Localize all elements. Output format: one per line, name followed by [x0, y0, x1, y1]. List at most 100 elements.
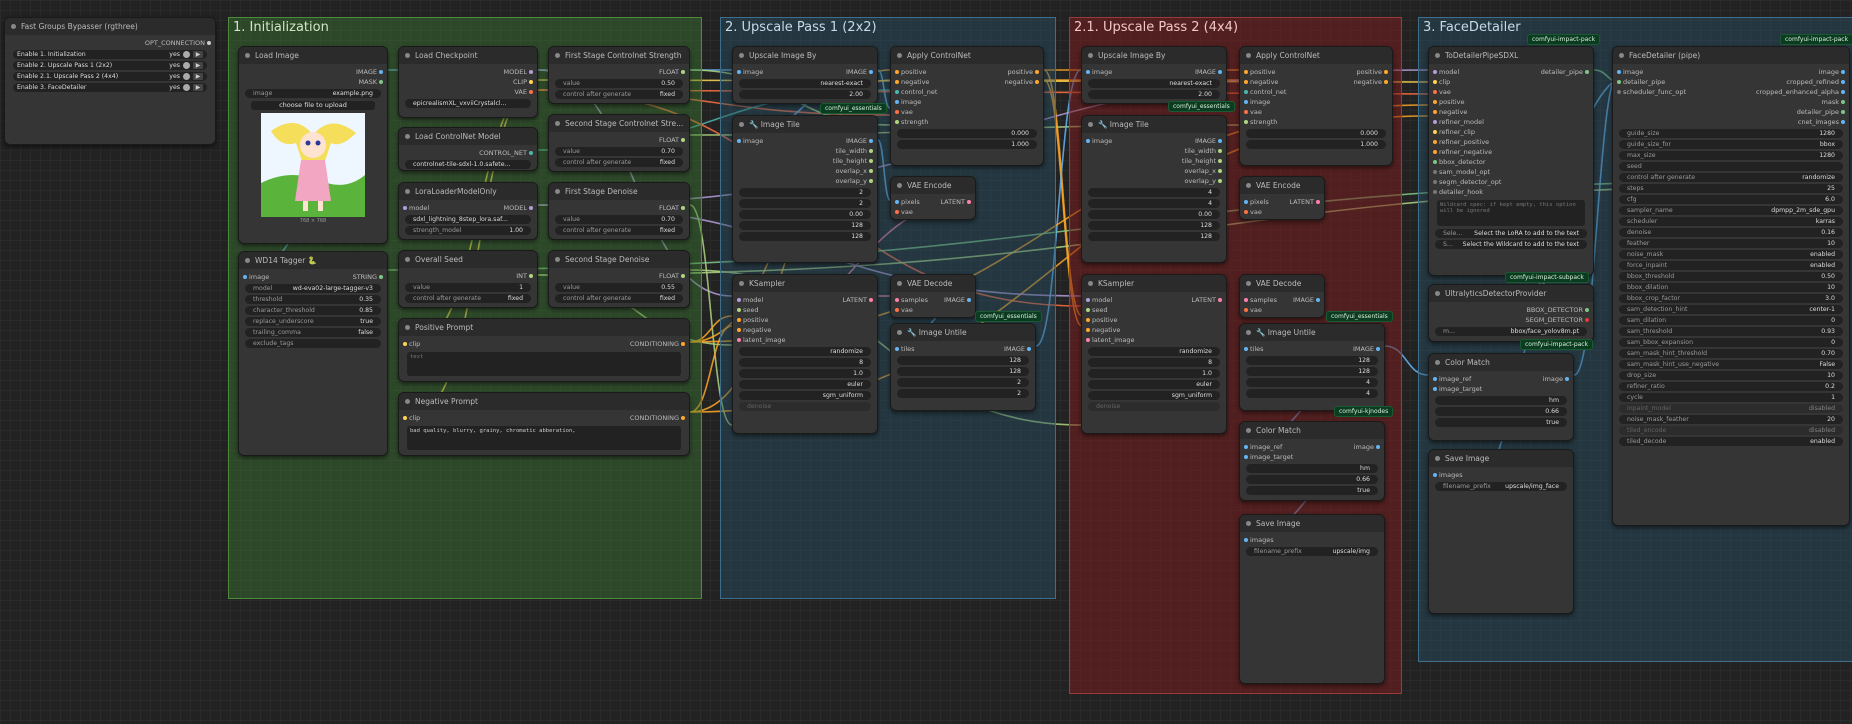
node-title[interactable]: 🔧 Image Untile	[1240, 324, 1384, 341]
output-image[interactable]: image	[1543, 374, 1570, 384]
untile-overlap_y-input[interactable]: 128	[897, 367, 1029, 376]
upscale-method-select[interactable]: nearest-exact	[739, 79, 871, 88]
node-title[interactable]: Upscale Image By	[733, 47, 877, 64]
tile-cols-input[interactable]: 2	[739, 199, 871, 208]
ckpt-select[interactable]: epicrealismXL_vxviiCrystalcl...	[405, 99, 531, 108]
input-positive[interactable]: positive	[1433, 97, 1465, 107]
input-image[interactable]: image	[1617, 67, 1643, 77]
node-title[interactable]: VAE Decode	[1240, 275, 1324, 292]
untile-overlap_y-input[interactable]: 128	[1246, 367, 1378, 376]
output-positive[interactable]: positive	[1008, 67, 1040, 77]
node-title[interactable]: VAE Decode	[891, 275, 975, 292]
output-latent[interactable]: LATENT	[1191, 295, 1222, 305]
output-overlap_y[interactable]: overlap_y	[1184, 176, 1222, 186]
input-clip[interactable]: clip	[1433, 77, 1450, 87]
node-title[interactable]: ToDetailerPipeSDXL	[1429, 47, 1593, 64]
node-title[interactable]: LoraLoaderModelOnly	[399, 183, 537, 200]
input-tiles[interactable]: tiles	[895, 344, 915, 354]
input-vae[interactable]: vae	[895, 107, 913, 117]
node-title[interactable]: Upscale Image By	[1082, 47, 1226, 64]
wildcard-select[interactable]: S...Select the Wildcard to add to the te…	[1435, 240, 1587, 249]
output-tile_width[interactable]: tile_width	[1185, 146, 1223, 156]
start-percent-input[interactable]: 0.000	[1246, 129, 1386, 138]
scale-by-input[interactable]: 2.00	[739, 90, 871, 99]
node-title[interactable]: Color Match	[1429, 354, 1573, 371]
output-mask[interactable]: mask	[1822, 97, 1846, 107]
output-detailer_pipe[interactable]: detailer_pipe	[1797, 107, 1846, 117]
input-image[interactable]: image	[1244, 97, 1270, 107]
output-control-net[interactable]: CONTROL_NET	[479, 148, 533, 158]
ksampler-scheduler-input[interactable]: sgm_uniform	[739, 391, 871, 400]
input-sam_model_opt[interactable]: sam_model_opt	[1433, 167, 1490, 177]
node-title[interactable]: Save Image	[1429, 450, 1573, 467]
input-refiner_negative[interactable]: refiner_negative	[1433, 147, 1492, 157]
node-title[interactable]: Load ControlNet Model	[399, 128, 537, 145]
output-negative[interactable]: negative	[1005, 77, 1040, 87]
node-title[interactable]: Load Image	[239, 47, 387, 64]
input-seed[interactable]: seed	[1086, 305, 1108, 315]
input-vae[interactable]: vae	[1433, 87, 1451, 97]
output-cnet_images[interactable]: cnet_images	[1798, 117, 1846, 127]
ksampler-cfg-input[interactable]: 1.0	[1088, 369, 1220, 378]
input-positive[interactable]: positive	[895, 67, 927, 77]
tile-rows-input[interactable]: 2	[739, 188, 871, 197]
tile-overlap_y-input[interactable]: 128	[1088, 232, 1220, 241]
node-fast-groups-bypasser[interactable]: Fast Groups Bypasser (rgthree) OPT_CONNE…	[4, 17, 216, 145]
bypass-row[interactable]: Enable 3. FaceDetailer yes ▶	[13, 83, 207, 92]
node-title[interactable]: Load Checkpoint	[399, 47, 537, 64]
wildcard-text[interactable]: Wildcard spec: if kept empty, this optio…	[1437, 200, 1585, 226]
output-model[interactable]: MODEL	[504, 67, 534, 77]
input-negative[interactable]: negative	[737, 325, 771, 335]
ksampler-cfg-input[interactable]: 1.0	[739, 369, 871, 378]
input-positive[interactable]: positive	[737, 315, 769, 325]
node-title[interactable]: VAE Encode	[891, 177, 975, 194]
input-refiner_positive[interactable]: refiner_positive	[1433, 137, 1489, 147]
end-percent-input[interactable]: 1.000	[897, 140, 1037, 149]
output-conditioning[interactable]: CONDITIONING	[630, 339, 686, 349]
node-title[interactable]: 🔧 Image Tile	[733, 116, 877, 133]
node-load-checkpoint[interactable]: Load Checkpoint MODEL CLIP VAE epicreali…	[398, 46, 538, 118]
input-strength[interactable]: strength	[1244, 117, 1277, 127]
input-samples[interactable]: samples	[1244, 295, 1277, 305]
output-positive[interactable]: positive	[1357, 67, 1389, 77]
node-title[interactable]: Apply ControlNet	[1240, 47, 1392, 64]
facedetailer-param[interactable]: seed	[1619, 162, 1843, 171]
node-title[interactable]: UltralyticsDetectorProvider	[1429, 285, 1593, 302]
input-latent_image[interactable]: latent_image	[737, 335, 786, 345]
input-negative[interactable]: negative	[1086, 325, 1120, 335]
input-latent_image[interactable]: latent_image	[1086, 335, 1135, 345]
ksampler-steps-input[interactable]: 8	[1088, 358, 1220, 367]
bypass-row[interactable]: Enable 1. Initialization yes ▶	[13, 50, 207, 59]
output-detailer-pipe[interactable]: detailer_pipe	[1541, 67, 1590, 77]
end-percent-input[interactable]: 1.000	[1246, 140, 1386, 149]
